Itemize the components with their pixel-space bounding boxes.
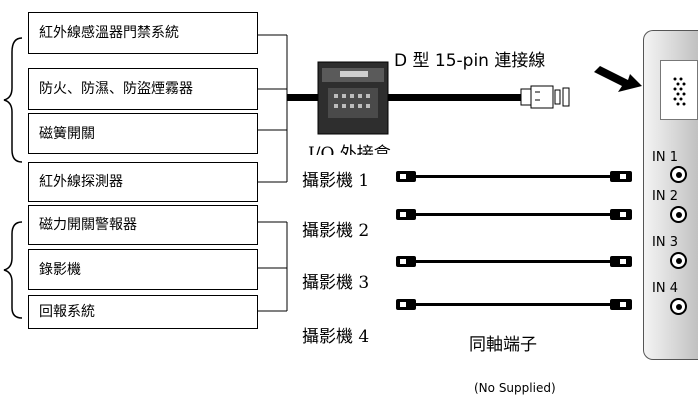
sensor-box-ir-detector: 紅外線探測器 <box>28 162 258 202</box>
d-sub-cable <box>287 94 521 101</box>
bnc-jack-in1[interactable] <box>670 166 687 183</box>
bnc-jack-in3[interactable] <box>670 252 687 269</box>
sensor-box-ir-temp-access: 紅外線感溫器門禁系統 <box>28 12 258 54</box>
not-supplied-note: (No Supplied) <box>474 381 556 395</box>
coax-cable-1 <box>396 171 632 182</box>
d-sub-port-pins-icon <box>673 77 686 106</box>
sensor-group-brace <box>3 37 23 163</box>
bnc-jack-in2[interactable] <box>670 206 687 223</box>
output-box-report-system: 回報系統 <box>28 295 258 329</box>
output-box-magnetic-alarm: 磁力開關警報器 <box>28 205 258 245</box>
d-sub-port <box>660 60 698 120</box>
port-label-in4: IN 4 <box>652 281 678 296</box>
io-box-label: I/O 外接盒 <box>308 144 391 155</box>
output-box-recorder: 錄影機 <box>28 249 258 290</box>
camera-label-2: 攝影機 2 <box>302 221 370 241</box>
io-box <box>317 61 389 135</box>
coax-cable-3 <box>396 256 632 267</box>
camera-label-3: 攝影機 3 <box>302 273 370 293</box>
port-label-in1: IN 1 <box>652 150 678 165</box>
insert-arrow <box>594 66 642 92</box>
port-label-in2: IN 2 <box>652 189 678 204</box>
sensor-box-smoke-detector: 防火、防濕、防盜煙霧器 <box>28 68 258 110</box>
sensor-box-reed-switch: 磁簧開關 <box>28 113 258 154</box>
coax-connector-label: 同軸端子 <box>469 335 537 355</box>
camera-label-4: 攝影機 4 <box>302 327 370 347</box>
coax-cable-2 <box>396 209 632 220</box>
d-sub-cable-label: D 型 15-pin 連接線 <box>394 51 546 71</box>
d-sub-plug <box>520 85 570 109</box>
camera-label-1: 攝影機 1 <box>302 171 370 191</box>
coax-cable-4 <box>396 299 632 310</box>
bnc-jack-in4[interactable] <box>670 298 687 315</box>
output-group-brace <box>3 221 23 319</box>
port-label-in3: IN 3 <box>652 235 678 250</box>
